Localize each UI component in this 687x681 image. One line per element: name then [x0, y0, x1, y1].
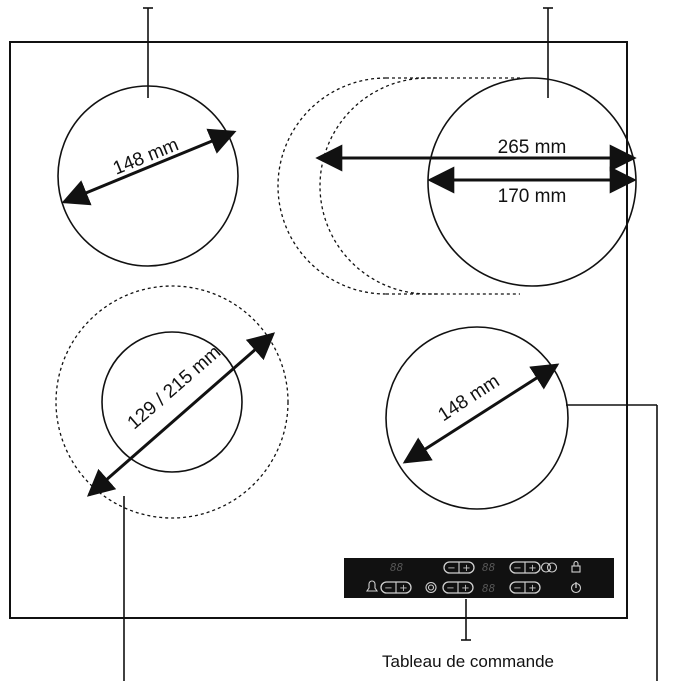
- button-pair-top-2[interactable]: [509, 561, 541, 575]
- lock-icon[interactable]: [571, 560, 581, 573]
- zone-bottom-right-dimension-arrow: [402, 363, 560, 464]
- zone-top-left: [57, 85, 239, 267]
- button-pair-bottom-2[interactable]: [509, 581, 541, 595]
- control-panel: 88 88 88: [344, 558, 614, 598]
- zone-top-right: [427, 77, 637, 287]
- zone-top-left-dimension-arrow: [61, 128, 237, 206]
- cooktop-outline: [9, 41, 628, 619]
- leader-bottom-right: [566, 404, 658, 681]
- button-pair-bottom-1[interactable]: [442, 581, 474, 595]
- leader-control-panel: [461, 599, 471, 641]
- display-center-bottom: 88: [482, 582, 496, 595]
- zone-bottom-right-label: 148 mm: [435, 371, 504, 426]
- zone-top-right-inner-label: 170 mm: [498, 186, 567, 207]
- zone-top-right-extended-outline: [319, 77, 520, 295]
- power-icon[interactable]: [570, 582, 582, 594]
- zone-top-left-label: 148 mm: [110, 134, 182, 179]
- zone-bottom-left-outer: [55, 285, 289, 519]
- zone-top-right-outer-label: 265 mm: [498, 137, 567, 158]
- control-panel-caption: Tableau de commande: [382, 652, 554, 671]
- bridge-zone-icon[interactable]: [540, 562, 558, 573]
- button-pair-top-1[interactable]: [443, 561, 475, 575]
- zone-bottom-right: [385, 326, 569, 510]
- leader-top-left: [143, 7, 153, 98]
- display-center-top: 88: [482, 561, 496, 574]
- dual-ring-icon[interactable]: [425, 581, 437, 594]
- leader-top-right: [543, 7, 553, 98]
- bell-icon[interactable]: [365, 580, 379, 592]
- button-pair-timer[interactable]: [380, 581, 412, 595]
- zone-bottom-left-dimension-arrow: [86, 332, 276, 497]
- display-left: 88: [390, 561, 404, 574]
